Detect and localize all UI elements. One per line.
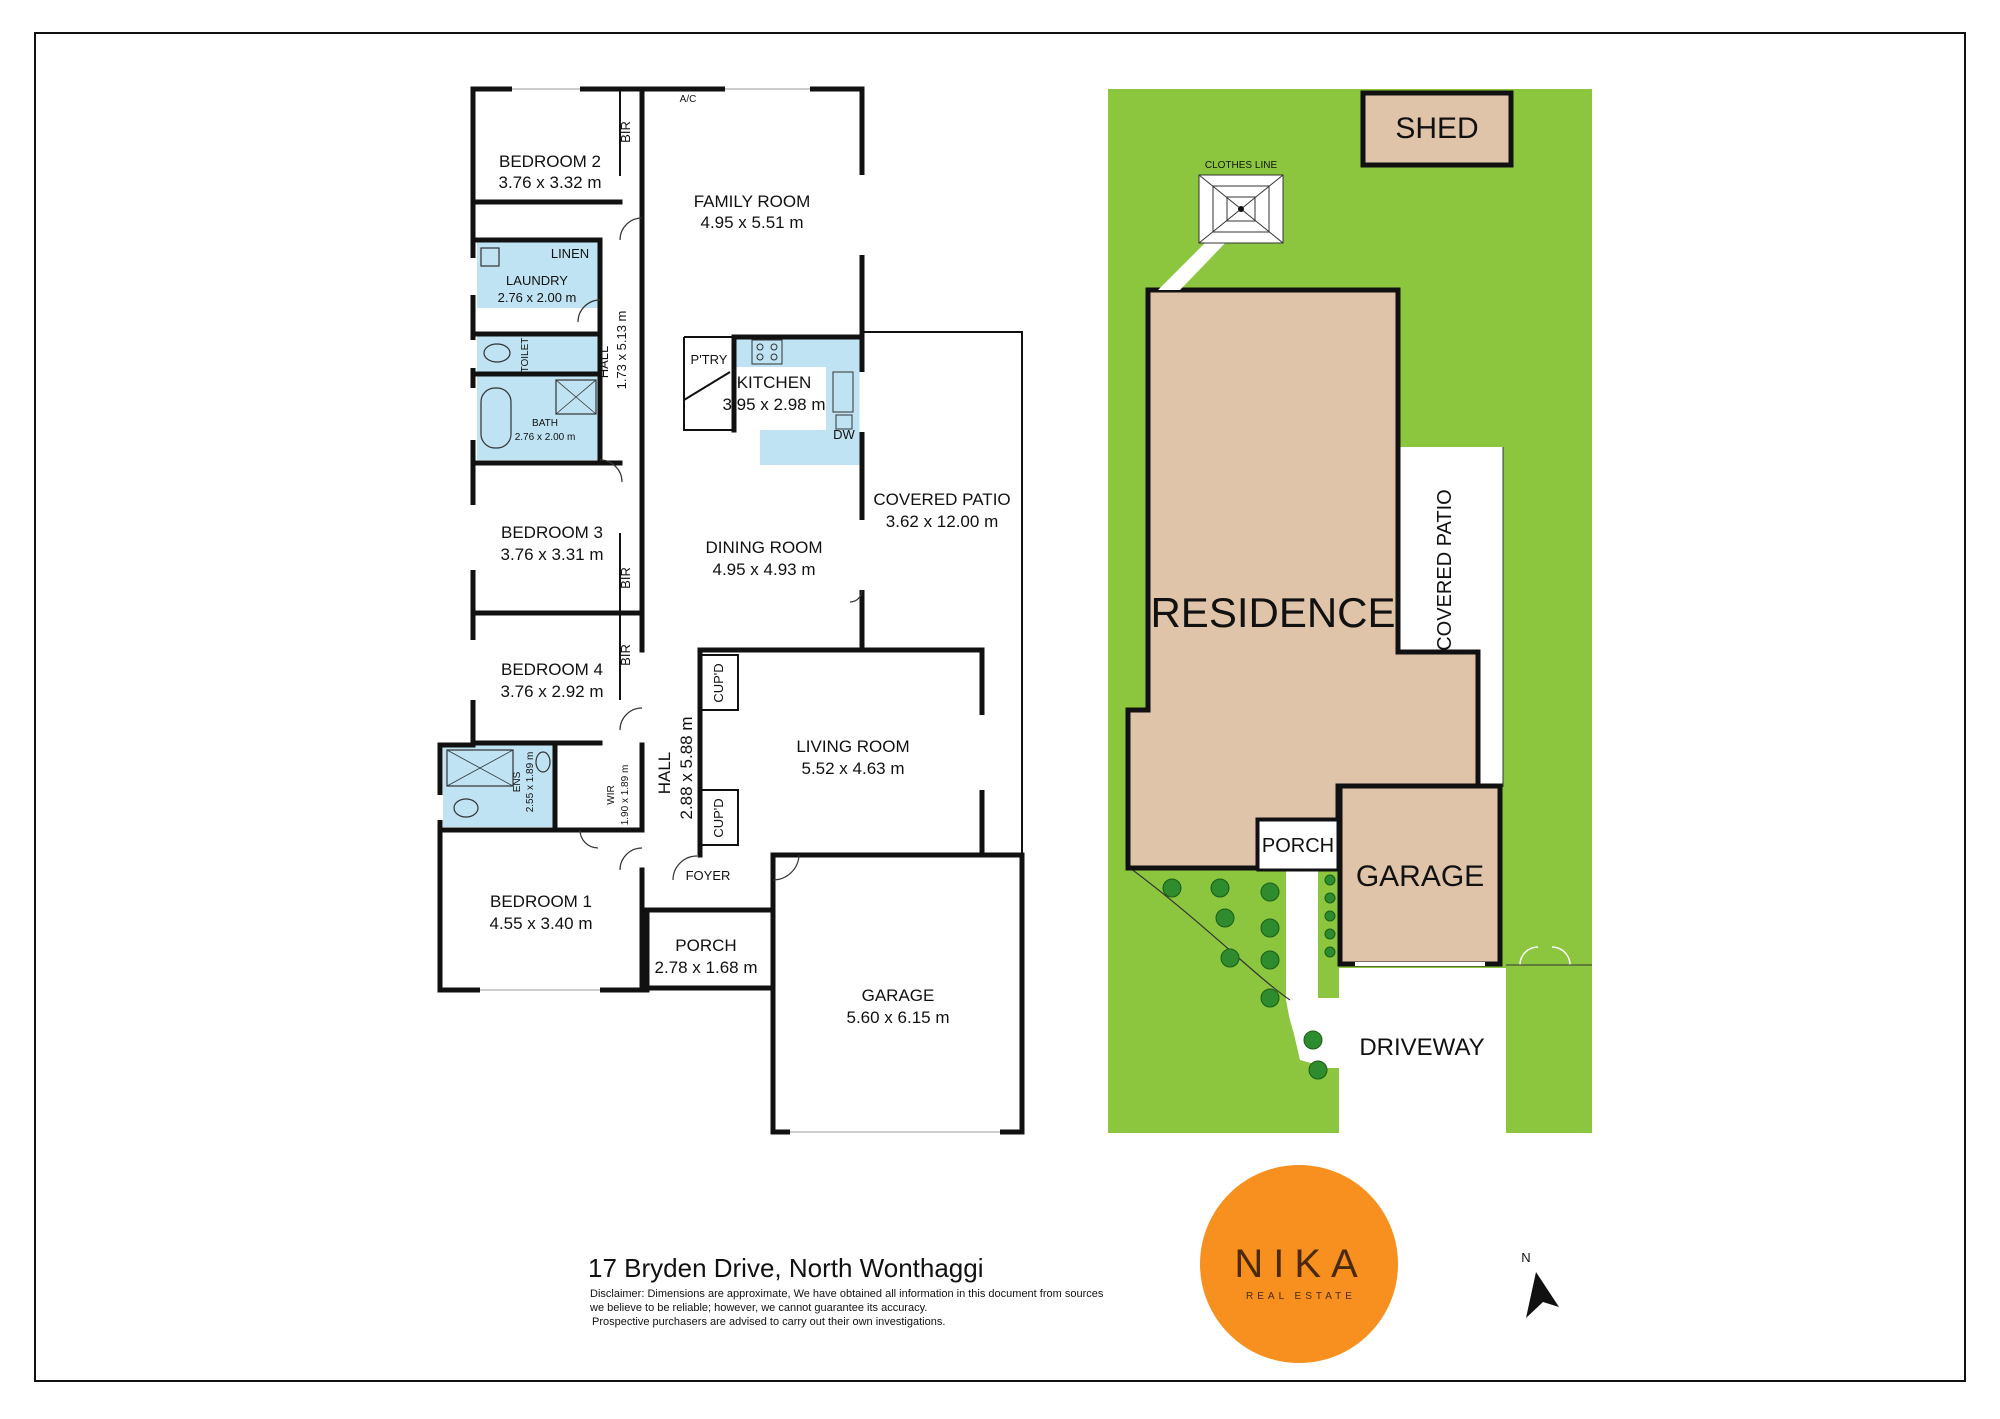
bedroom1-dims: 4.55 x 3.40 m [489,914,592,933]
ensuite-dims: 2.55 x 1.89 m [525,752,536,813]
porch-name: PORCH [675,936,736,955]
ensuite-shower-icon [446,749,514,787]
disclaimer-line-1: Disclaimer: Dimensions are approximate, … [590,1288,1104,1300]
bedroom1-name: BEDROOM 1 [490,892,592,911]
linen-label: LINEN [551,246,589,261]
site-plan: SHED CLOTHES LINE RESIDENCE COVERED PATI… [1108,89,1592,1133]
cupboard-label-1: CUP'D [711,663,726,702]
kitchen-bench-bottom [760,430,861,465]
ac-label: A/C [680,94,697,105]
pantry-wall [683,336,735,431]
site-porch [1256,818,1340,872]
dw-label: DW [833,427,855,442]
cooktop-icon [751,339,783,365]
bath-dims: 2.76 x 2.00 m [515,432,576,443]
driveway-area [1339,968,1506,1133]
hall-upper-name: HALL [596,346,611,379]
toilet-icon [483,343,511,363]
bedroom4-dims: 3.76 x 2.92 m [500,682,603,701]
footer: 17 Bryden Drive, North Wonthaggi Disclai… [588,1253,1104,1328]
disclaimer-line-3: Prospective purchasers are advised to ca… [592,1316,945,1328]
dining-room-name: DINING ROOM [705,538,822,557]
cupboard-2 [699,789,739,846]
page-border [34,32,1966,1382]
logo-circle [1200,1165,1398,1363]
bedroom3-name: BEDROOM 3 [501,523,603,542]
property-address: 17 Bryden Drive, North Wonthaggi [588,1253,984,1283]
kitchen-name: KITCHEN [737,373,812,392]
hall-upper-dims: 1.73 x 5.13 m [614,311,629,390]
cupboard-1 [699,654,739,711]
pantry-door-line [683,371,731,401]
bedroom3-dims: 3.76 x 3.31 m [500,545,603,564]
clothes-line-label: CLOTHES LINE [1205,160,1278,171]
sink-icon [832,371,854,413]
hall-lower-dims: 2.88 x 5.88 m [677,716,696,819]
bedroom2-dims: 3.76 x 3.32 m [498,173,601,192]
site-shed [1360,90,1514,168]
dishwasher-icon [835,414,853,430]
shed-label: SHED [1395,112,1478,145]
pantry-label: P'TRY [691,352,728,367]
wir-name: WIR [606,785,617,804]
laundry-tub-icon [480,247,500,267]
hall-lower-name: HALL [655,752,674,795]
toilet-label: TOILET [520,338,531,373]
bir-label-2: BIR [618,567,633,589]
site-garage-label: GARAGE [1356,860,1484,893]
laundry-dims: 2.76 x 2.00 m [498,290,577,305]
floor-plan: BEDROOM 2 3.76 x 3.32 m BIR A/C FAMILY R… [437,86,1025,1135]
bedroom4-name: BEDROOM 4 [501,660,603,679]
ensuite-basin-icon [535,751,551,773]
foyer-label: FOYER [686,868,731,883]
covered-patio-edge [862,331,1023,855]
bathtub-icon [480,387,512,449]
wir-dims: 1.90 x 1.89 m [620,765,631,826]
cupboard-label-2: CUP'D [711,798,726,837]
north-arrow-icon [1526,1272,1559,1318]
covered-patio-dims: 3.62 x 12.00 m [886,512,998,531]
garage-name: GARAGE [862,986,935,1005]
bath-name: BATH [532,418,558,429]
clothes-line-path [1158,238,1230,290]
bedroom2-name: BEDROOM 2 [499,152,601,171]
kitchen-dims: 3.95 x 2.98 m [722,395,825,414]
bath-floor [477,376,599,460]
garage-dims: 5.60 x 6.15 m [846,1008,949,1027]
disclaimer-line-2: we believe to be reliable; however, we c… [589,1302,927,1314]
compass-label: N [1521,1250,1530,1265]
site-covered-patio-label: COVERED PATIO [1434,489,1456,651]
nika-logo: NIKA REAL ESTATE [1200,1165,1398,1363]
residence-label: RESIDENCE [1150,589,1395,636]
covered-patio-name: COVERED PATIO [873,490,1010,509]
laundry-name: LAUNDRY [506,273,568,288]
ensuite-toilet-icon [453,798,479,818]
laundry-floor [477,240,599,308]
bir-label-3: BIR [618,644,633,666]
living-room-name: LIVING ROOM [796,737,909,756]
toilet-floor [477,334,599,372]
shower-icon [555,379,597,415]
windows [437,86,1000,1135]
family-room-dims: 4.95 x 5.51 m [700,213,803,232]
porch-dims: 2.78 x 1.68 m [654,958,757,977]
dining-room-dims: 4.95 x 4.93 m [712,560,815,579]
north-compass: N [1521,1250,1559,1318]
logo-subtitle: REAL ESTATE [1246,1291,1356,1302]
garden-edge [1129,867,1291,1001]
shrubs [1162,874,1336,1080]
doors [577,217,863,881]
ensuite-name: ENS [512,771,523,792]
site-porch-label: PORCH [1262,835,1334,857]
logo-wordmark: NIKA [1234,1242,1367,1286]
living-room-dims: 5.52 x 4.63 m [801,759,904,778]
site-garage [1337,783,1503,967]
family-room-name: FAMILY ROOM [694,192,811,211]
bir-label-1: BIR [618,121,633,143]
driveway-label: DRIVEWAY [1359,1034,1484,1061]
gate-icon [1519,946,1571,966]
